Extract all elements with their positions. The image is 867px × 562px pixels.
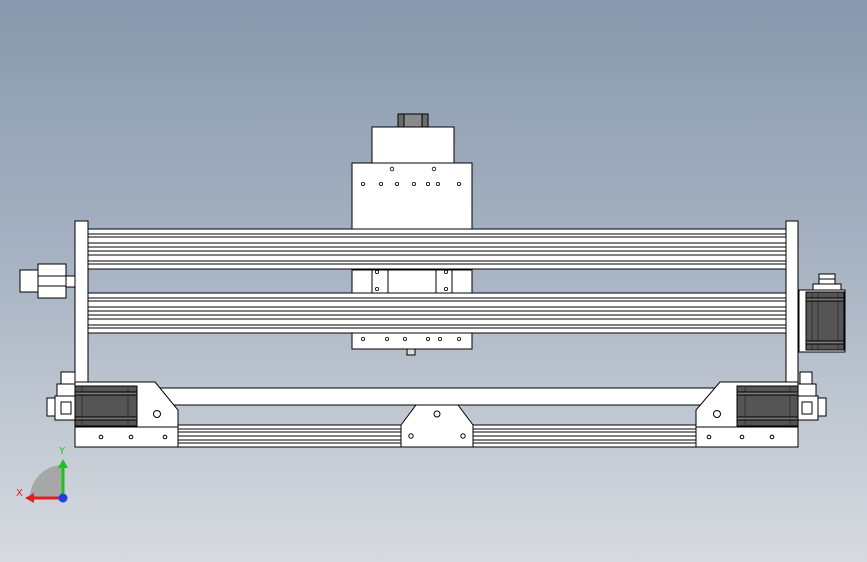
triad-y-label: Y <box>58 446 66 457</box>
base-back-crossbar <box>154 387 721 406</box>
triad-z-axis-dot <box>58 493 68 503</box>
x-axis-motor-left <box>19 263 76 299</box>
base-center-bracket <box>400 404 474 448</box>
triad-x-label: X <box>16 488 23 499</box>
y-motor-right <box>736 385 799 427</box>
carriage-screw-holes <box>360 166 461 341</box>
base-frame <box>154 387 721 448</box>
upper-x-rail <box>87 228 787 270</box>
gantry-left-side-plate <box>74 220 89 387</box>
coordinate-triad: Y X <box>16 446 68 503</box>
z-carriage-plate-middle <box>351 269 473 295</box>
triad-plane-wedge <box>30 465 63 498</box>
lower-x-rail <box>87 292 787 334</box>
z-carriage-plate-upper <box>351 162 473 230</box>
z-axis-carriage <box>351 113 473 356</box>
triad-x-arrowhead <box>25 493 34 503</box>
triad-y-arrowhead <box>58 459 68 468</box>
gantry-right-side-plate <box>785 220 799 387</box>
z-carriage-plate-lower <box>351 332 473 350</box>
spindle-tip <box>406 348 416 356</box>
z-motor-right <box>798 273 846 353</box>
y-motor-left <box>74 385 138 427</box>
